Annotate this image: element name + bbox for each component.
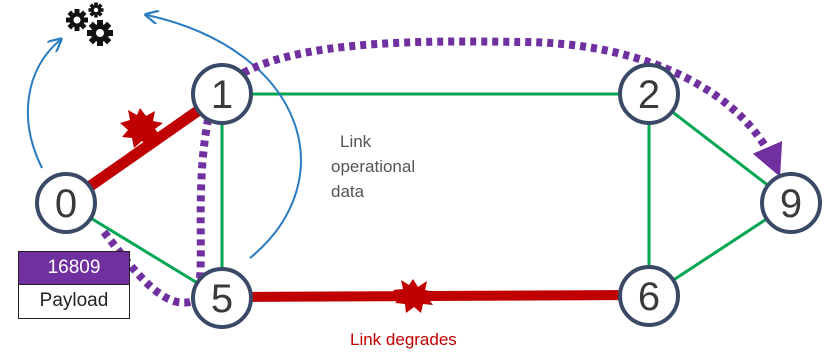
node-label: 9 — [780, 182, 802, 226]
link-0-1-failed — [62, 89, 226, 208]
node-label: 5 — [211, 277, 233, 321]
link-5-6-degraded — [221, 290, 650, 302]
node-label: 0 — [55, 182, 77, 226]
gears-icon — [66, 2, 113, 46]
annotation-line: operational — [331, 157, 415, 176]
node-9: 9 — [760, 172, 822, 234]
node-0: 0 — [35, 172, 97, 234]
annotation-line: Link — [340, 132, 372, 151]
node-6: 6 — [618, 265, 680, 327]
node-1: 1 — [191, 63, 253, 125]
telemetry-arrow-from-5 — [147, 15, 302, 259]
node-label: 2 — [638, 73, 660, 117]
packet-payload-box: Payload — [18, 284, 130, 319]
link-degrades-label: Link degrades — [350, 330, 457, 349]
annotation-line: data — [331, 182, 365, 201]
node-5: 5 — [191, 267, 253, 329]
node-2: 2 — [618, 63, 680, 125]
node-label: 1 — [211, 73, 233, 117]
telemetry-arrow-from-0 — [26, 40, 60, 169]
packet-label-box: 16809 — [18, 251, 130, 285]
failure-burst-icon — [120, 108, 163, 148]
node-label: 6 — [638, 275, 660, 319]
degradation-burst-icon — [393, 279, 435, 313]
